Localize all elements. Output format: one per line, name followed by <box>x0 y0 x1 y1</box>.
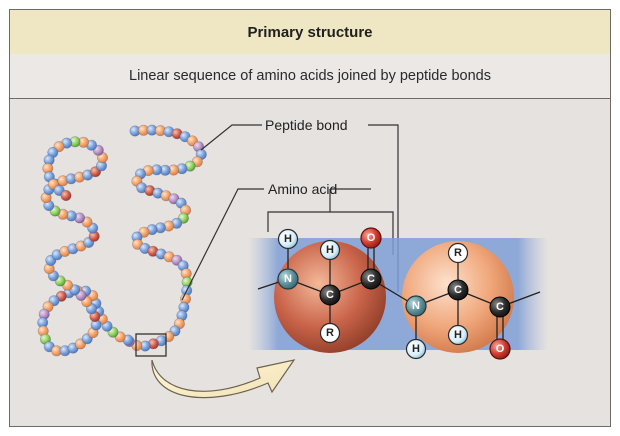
diagram-title: Primary structure <box>10 10 610 55</box>
zoom-arrow <box>151 359 296 399</box>
svg-text:H: H <box>284 233 292 245</box>
carbon-atom: C <box>489 296 511 318</box>
amino-acid-label: Amino acid <box>268 181 337 197</box>
carbon-atom: C <box>319 284 341 306</box>
nitrogen-atom: N <box>405 295 427 317</box>
hydrogen-atom: H <box>447 324 469 346</box>
carbon-atom: C <box>360 268 382 290</box>
svg-text:H: H <box>326 244 334 256</box>
amino-acid-bead <box>60 190 72 202</box>
diagram-frame: Primary structure Linear sequence of ami… <box>9 9 611 427</box>
svg-text:O: O <box>367 232 376 244</box>
svg-text:R: R <box>326 327 334 339</box>
oxygen-atom: O <box>360 227 382 249</box>
polypeptide-chain <box>37 124 207 357</box>
hydrogen-atom: H <box>277 228 299 250</box>
svg-text:N: N <box>412 300 420 312</box>
hydrogen-atom: H <box>405 338 427 360</box>
svg-text:H: H <box>454 329 462 341</box>
svg-text:C: C <box>326 289 334 301</box>
peptide-bond-label: Peptide bond <box>265 117 348 133</box>
svg-text:O: O <box>496 343 505 355</box>
oxygen-atom: O <box>489 338 511 360</box>
nitrogen-atom: N <box>277 268 299 290</box>
svg-text:C: C <box>367 273 375 285</box>
svg-text:R: R <box>454 247 462 259</box>
svg-text:N: N <box>284 273 292 285</box>
svg-text:C: C <box>454 284 462 296</box>
diagram-subtitle: Linear sequence of amino acids joined by… <box>10 54 610 99</box>
callout-lines <box>181 124 399 301</box>
svg-text:C: C <box>496 301 504 313</box>
r-group: R <box>319 322 341 344</box>
hydrogen-atom: H <box>319 239 341 261</box>
zoom-box <box>135 333 167 357</box>
carbon-atom: C <box>447 279 469 301</box>
svg-text:H: H <box>412 343 420 355</box>
r-group: R <box>447 242 469 264</box>
